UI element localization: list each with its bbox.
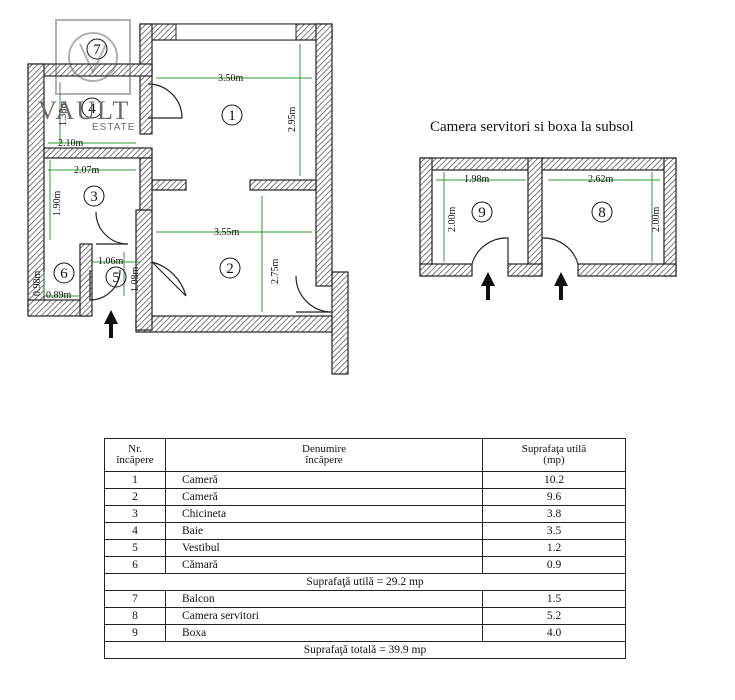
dim-r9-height: 2.00m [447,207,458,233]
apartment-walls [27,23,349,375]
room-number-1: 1 [228,108,236,124]
dim-r4-height: 1.38m [58,101,69,127]
wall-bottom-main [135,315,333,333]
door-vestibule [151,261,187,297]
wall-right-main [315,23,333,287]
wall-balcony [331,271,349,375]
dim-r2-width: 3.55m [214,227,240,238]
dim-r3-height: 1.90m [52,191,63,217]
door-servant-room [541,237,579,265]
dimension-lines [43,44,660,312]
basement-wall-left [419,157,433,277]
door-storage [89,269,121,301]
dim-r8-width: 2.62m [588,174,614,185]
dim-r6-width: 0.89m [46,290,72,301]
door-box [471,237,509,265]
header-name: Denumire încăpere [165,438,483,472]
doors [89,83,333,313]
room-number-5: 5 [112,270,120,286]
basement-doors [471,237,579,265]
entrance-arrow-icon [104,310,118,338]
wall-storage [79,243,93,317]
basement-arrow-right-icon [554,272,568,300]
rooms-table: Nr. încăpere Denumire încăpere Suprafaţa… [104,438,626,659]
entrance-gap [98,300,132,316]
room-number-7: 7 [93,42,101,58]
basement-walls [419,157,677,277]
dim-r3-width: 2.07m [74,165,100,176]
wall-mid-left [43,147,153,159]
door-kitchen [95,211,129,245]
subtotal-row: Suprafaţă utilă = 29.2 mp [104,573,626,591]
dim-r4-width: 2.10m [58,138,84,149]
dimension-labels: 3.50m 2.95m 3.55m 2.75m 2.07m 1.90m 2.10… [32,73,662,301]
wall-v-kitchen [139,157,153,211]
room-number-9: 9 [478,205,486,221]
wall-left-room1 [139,23,153,135]
basement-title: Camera servitori si boxa la subsol [430,119,634,135]
dim-r2-height: 2.75m [270,259,281,285]
logo-wordmark: VAULT [38,96,131,125]
dim-r5-height: 1.08m [130,267,141,293]
room-number-8: 8 [598,205,606,221]
total-row: Suprafaţă totală = 39.9 mp [104,641,626,659]
door-bath [147,83,183,119]
basement-wall-middle [527,157,543,277]
wall-partition-left [151,179,187,191]
dim-r1-height: 2.95m [287,107,298,133]
header-nr: Nr. încăpere [104,438,166,472]
floor-plan: 3.50m 2.95m 3.55m 2.75m 2.07m 1.90m 2.10… [27,19,677,375]
table-header: Nr. încăpere Denumire încăpere Suprafaţa… [104,438,626,472]
v-seal-logo [55,19,131,95]
dim-r5-width: 1.06m [98,256,124,267]
wall-partition-right [249,179,317,191]
room-number-4: 4 [88,101,96,117]
window-top [175,23,297,41]
basement-wall-bottom-c [577,263,677,277]
dim-r9-width: 1.98m [464,174,490,185]
room-number-2: 2 [226,261,234,277]
basement-wall-bottom-b [507,263,543,277]
dim-r6-height: 0.98m [32,271,43,297]
room-markers: 1 2 3 4 5 6 7 8 9 [53,38,613,288]
dim-r8-height: 2.00m [651,207,662,233]
logo-subtitle: ESTATE [92,122,136,133]
basement-wall-right [663,157,677,277]
basement-arrow-left-icon [481,272,495,300]
basement-wall-top [419,157,677,171]
door-balcony [295,275,333,313]
header-area: Suprafaţa utilă (mp) [482,438,626,472]
dim-r1-width: 3.50m [218,73,244,84]
room-number-3: 3 [90,189,98,205]
basement-wall-bottom-a [419,263,473,277]
room-number-6: 6 [60,266,68,282]
